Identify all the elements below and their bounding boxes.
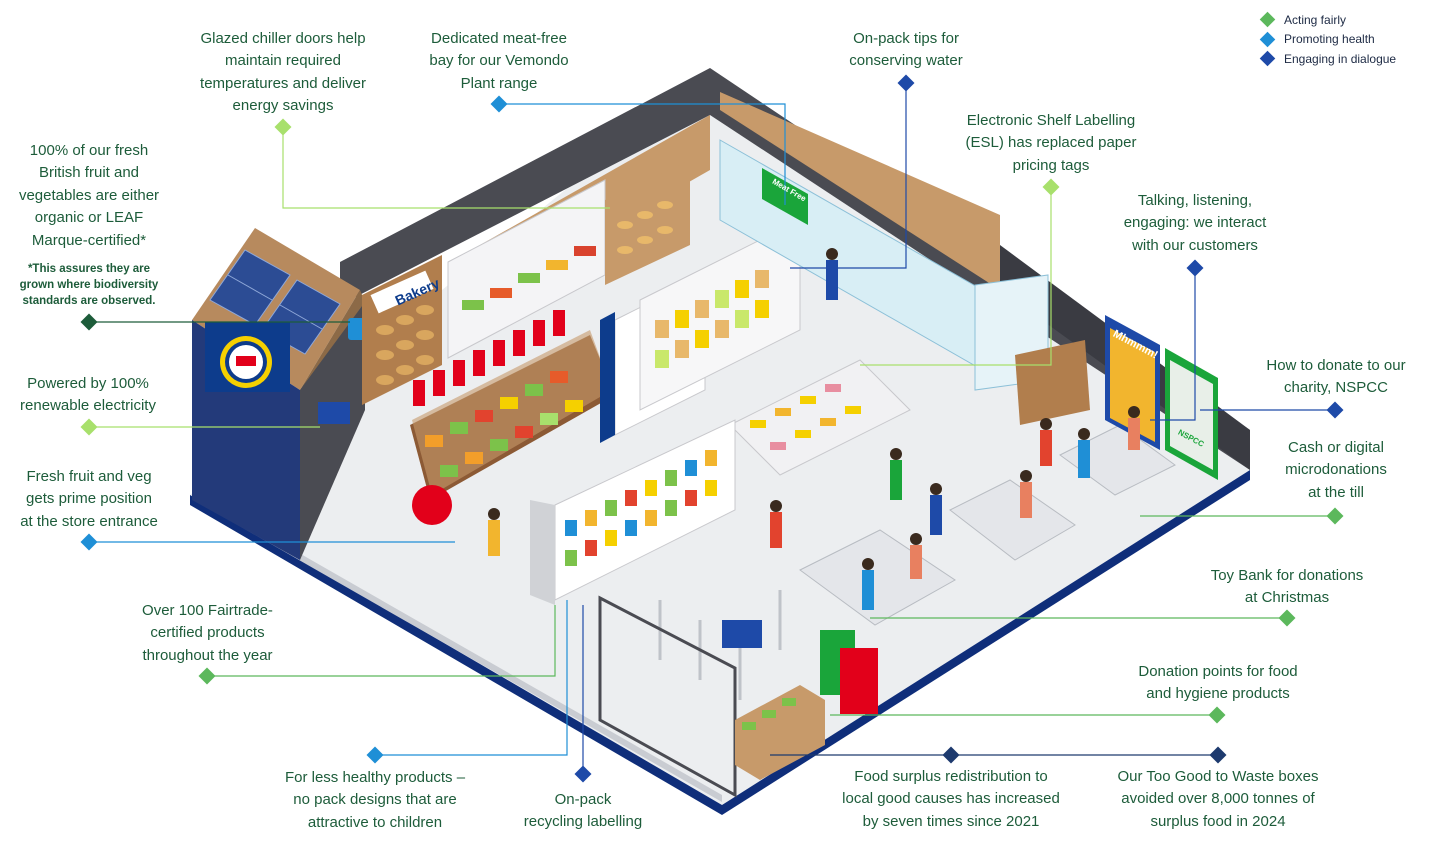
leader-lines — [89, 83, 1335, 774]
callout-meat-free-bay: Dedicated meat-free bay for our Vemondo … — [429, 30, 569, 92]
callout-less-healthy: For less healthy products – no pack desi… — [284, 769, 466, 831]
basket-stack — [722, 620, 762, 648]
nspcc-poster-inner — [1170, 360, 1213, 470]
marker-microdonations — [1326, 507, 1344, 525]
legend-item-promoting-health: Promoting health — [1259, 30, 1396, 50]
shoppers — [488, 248, 1140, 610]
marker-fairtrade — [198, 667, 216, 685]
callout-fresh-british-note: *This assures they are grown where biodi… — [19, 263, 159, 307]
callout-talking: Talking, listening, engaging: we interac… — [1123, 192, 1267, 254]
legend-label: Promoting health — [1284, 32, 1375, 47]
marker-too-good — [1209, 746, 1227, 764]
back-wall-left — [340, 68, 710, 305]
checkout-1 — [799, 529, 956, 626]
legend-item-acting-fairly: Acting fairly — [1259, 10, 1396, 30]
marker-recycling — [574, 765, 592, 783]
marker-renewable — [80, 418, 98, 436]
marker-less-healthy — [366, 746, 384, 764]
donation-bin-red — [840, 648, 878, 714]
floor-inner-left — [215, 505, 722, 802]
diamond-icon — [1259, 50, 1276, 67]
callout-fresh-fruit-position: Fresh fruit and veg gets prime position … — [20, 468, 158, 530]
marker-meat-free — [490, 95, 508, 113]
legend-label: Acting fairly — [1284, 12, 1347, 27]
marker-glazed-chiller — [274, 118, 292, 136]
callout-esl: Electronic Shelf Labelling (ESL) has rep… — [965, 112, 1137, 174]
callout-recycling: On-pack recycling labelling — [523, 791, 643, 831]
legend: Acting fairly Promoting health Engaging … — [1259, 10, 1397, 69]
legend-item-engaging-in-dialogue: Engaging in dialogue — [1259, 49, 1397, 69]
meat-poultry-sign: Meat & Poultry — [621, 321, 631, 384]
marker-nspcc — [1326, 401, 1344, 419]
floor-edge-right — [722, 470, 1250, 815]
callout-fairtrade: Over 100 Fairtrade- certified products t… — [142, 602, 273, 664]
callout-water-tips: On-pack tips for conserving water — [849, 30, 963, 70]
marker-donation-points — [1208, 706, 1226, 724]
callout-too-good: Our Too Good to Waste boxes avoided over… — [1117, 768, 1319, 830]
marker-talking — [1186, 259, 1204, 277]
fruit-stand-sign — [412, 485, 452, 525]
callout-microdonations: Cash or digital microdonations at the ti… — [1285, 439, 1387, 501]
aisle-shelf-1 — [639, 219, 801, 411]
marker-fresh-british — [80, 313, 98, 331]
callout-food-surplus: Food surplus redistribution to local goo… — [842, 768, 1060, 830]
callout-toy-bank: Toy Bank for donations at Christmas — [1210, 567, 1364, 607]
callout-glazed-chiller: Glazed chiller doors help maintain requi… — [200, 30, 366, 115]
marker-fresh-fruit — [80, 533, 98, 551]
entrance-basket — [318, 402, 350, 424]
floor-edge-left — [190, 495, 722, 815]
marker-toy-bank — [1278, 609, 1296, 627]
wine-shelf — [1015, 340, 1090, 425]
entrance-side — [300, 302, 365, 560]
marker-esl — [1042, 178, 1060, 196]
meat-poultry-sign-panel — [600, 312, 615, 443]
diamond-icon — [1259, 11, 1276, 28]
callout-nspcc: How to donate to our charity, NSPCC — [1266, 357, 1406, 397]
too-good-crates — [735, 685, 825, 780]
callout-renewable: Powered by 100% renewable electricity — [20, 375, 156, 415]
back-wall-right-wood — [720, 92, 1000, 290]
entrance-doors — [598, 595, 737, 798]
diamond-icon — [1259, 31, 1276, 48]
callout-donation-points: Donation points for food and hygiene pro… — [1138, 663, 1298, 703]
legend-label: Engaging in dialogue — [1284, 51, 1397, 66]
battery-box — [348, 318, 366, 340]
mhmmm-poster-inner — [1110, 328, 1155, 442]
callout-fresh-british: 100% of our fresh British fruit and vege… — [18, 142, 160, 249]
checkout-2 — [949, 479, 1076, 561]
marker-water-tips — [897, 74, 915, 92]
front-aisle-end — [530, 500, 555, 605]
marker-food-surplus — [942, 746, 960, 764]
